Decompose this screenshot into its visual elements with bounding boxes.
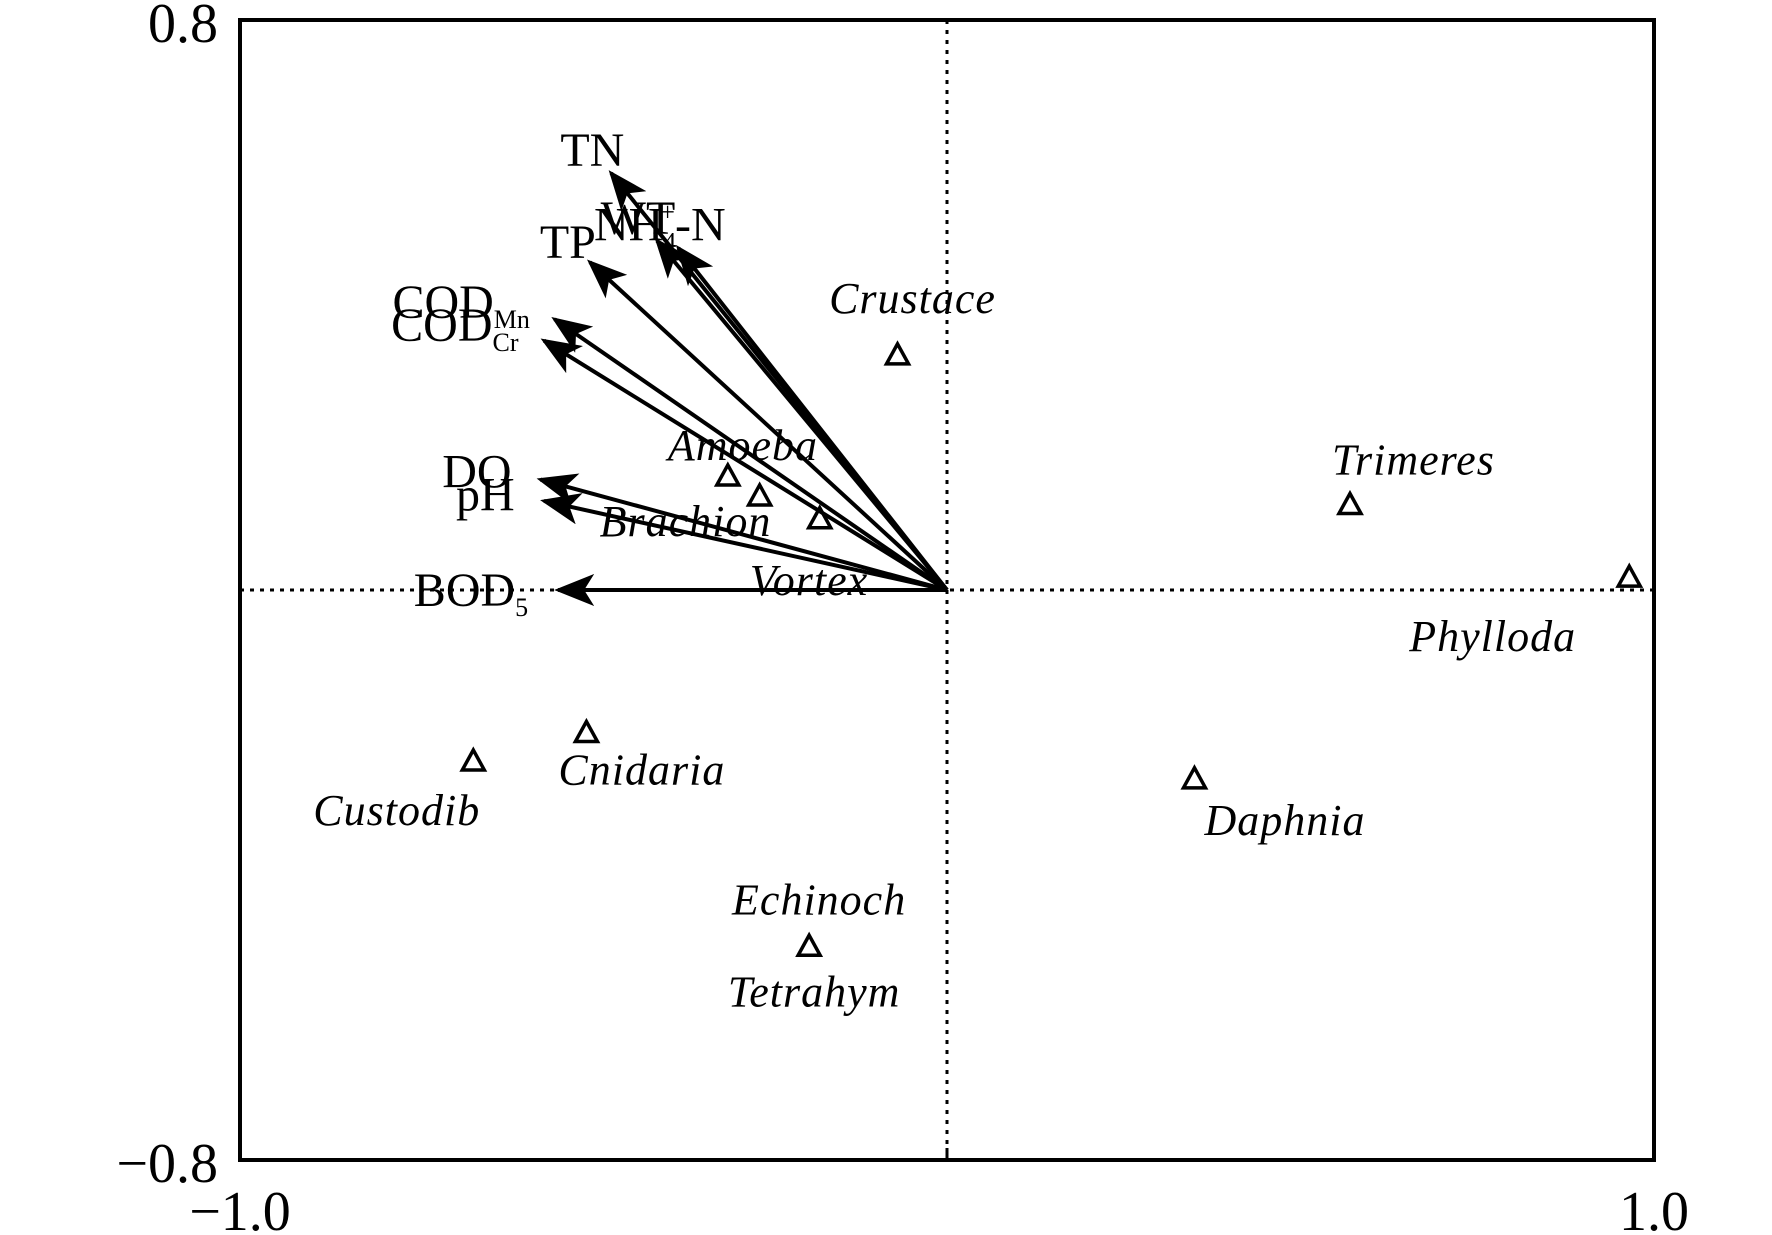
- species-marker: [713, 461, 742, 487]
- env-vector-label: TP: [540, 216, 596, 269]
- y-tick-label: −0.8: [116, 1133, 218, 1195]
- x-tick-label: −1.0: [189, 1181, 291, 1235]
- x-tick-label: 1.0: [1619, 1181, 1689, 1235]
- env-vector-label: BOD5: [414, 564, 528, 622]
- y-tick-label: 0.8: [148, 0, 218, 55]
- env-vector-arrow: [536, 473, 948, 592]
- species-label: Trimeres: [1332, 436, 1495, 485]
- species-marker: [795, 931, 824, 957]
- env-vector-arrow: [551, 316, 949, 592]
- species-label: Echinoch: [731, 875, 906, 924]
- env-vector-arrow: [587, 259, 949, 592]
- species-label: Crustace: [829, 274, 996, 323]
- axis-ticks: 0.8 −0.8−1.0 1.0: [116, 0, 1689, 1235]
- species-label: Daphnia: [1203, 796, 1365, 845]
- species-marker: [572, 717, 601, 744]
- species-marker: [883, 340, 912, 366]
- species-label: Brachion: [600, 497, 772, 546]
- env-vector-label: DO: [442, 446, 511, 499]
- env-vector-label: CODMn: [392, 276, 529, 334]
- species-marker: [745, 481, 774, 507]
- species-label: Custodib: [313, 786, 480, 835]
- species-marker: [459, 746, 488, 772]
- env-vector-label: WT: [601, 192, 676, 245]
- env-vector-label: TN: [560, 124, 624, 177]
- species-label: Vortex: [750, 556, 868, 605]
- species-marker: [805, 504, 834, 530]
- species-marker: [1336, 489, 1364, 516]
- env-vector-arrow: [654, 237, 949, 592]
- species-label: Phylloda: [1408, 612, 1576, 661]
- env-vector-label: pH: [456, 468, 515, 521]
- species-marker: [1180, 764, 1209, 790]
- species-label: Amoeba: [665, 421, 818, 470]
- species-marker: [1615, 562, 1644, 588]
- species-label: Cnidaria: [558, 746, 725, 795]
- env-vector-arrow: [540, 338, 949, 592]
- env-vector-arrow: [540, 493, 948, 592]
- species-label: Tetrahym: [728, 967, 901, 1016]
- env-vector-label: CODCr: [391, 299, 519, 357]
